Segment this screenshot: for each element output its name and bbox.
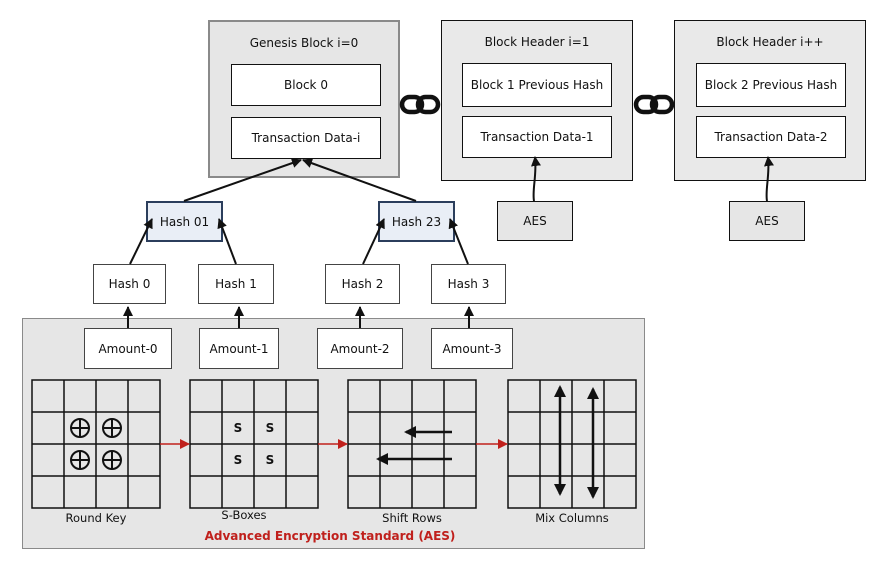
s-boxes-label: S-Boxes <box>221 508 267 522</box>
block-0-field: Block 0 <box>231 64 381 106</box>
hash-3-node: Hash 3 <box>431 264 506 304</box>
mix-column-arrows <box>554 385 599 499</box>
transaction-data-1-field: Transaction Data-1 <box>462 116 612 158</box>
shift-rows-grid <box>347 379 477 509</box>
genesis-block-title: Genesis Block i=0 <box>249 36 359 50</box>
tree-arrows <box>123 156 774 328</box>
aes-node-1: AES <box>497 201 573 241</box>
hash-0-node: Hash 0 <box>93 264 166 304</box>
amount-3-node: Amount-3 <box>431 328 513 369</box>
s-boxes-grid <box>189 379 319 509</box>
transaction-data-2-field: Transaction Data-2 <box>696 116 846 158</box>
circled-plus-icon <box>102 418 122 438</box>
circled-plus-icon <box>70 450 90 470</box>
circled-plus-icon <box>70 418 90 438</box>
hash-2-node: Hash 2 <box>325 264 400 304</box>
shift-rows-label: Shift Rows <box>382 511 442 525</box>
amount-1-node: Amount-1 <box>199 328 279 369</box>
block-1-previous-hash-field: Block 1 Previous Hash <box>462 63 612 107</box>
shift-left-arrows <box>376 426 452 465</box>
chain-link-icon <box>633 94 675 115</box>
amount-0-node: Amount-0 <box>84 328 172 369</box>
aes-node-2: AES <box>729 201 805 241</box>
s-box-cell: S <box>265 453 275 467</box>
chain-link-icon <box>399 94 441 115</box>
s-box-cell: S <box>265 421 275 435</box>
circled-plus-icon <box>102 450 122 470</box>
aes-panel-title: Advanced Encryption Standard (AES) <box>204 529 456 543</box>
mix-columns-label: Mix Columns <box>535 511 609 525</box>
transaction-data-i-field: Transaction Data-i <box>231 117 381 159</box>
round-key-label: Round Key <box>65 511 127 525</box>
hash-1-node: Hash 1 <box>198 264 274 304</box>
genesis-block: Genesis Block i=0 Block 0 Transaction Da… <box>208 20 400 178</box>
block-2-previous-hash-field: Block 2 Previous Hash <box>696 63 846 107</box>
amount-2-node: Amount-2 <box>317 328 403 369</box>
mix-columns-grid <box>507 379 637 509</box>
block-header-i-plus: Block Header i++ Block 2 Previous Hash T… <box>674 20 866 181</box>
s-box-cell: S <box>233 421 243 435</box>
block-header-1-title: Block Header i=1 <box>484 35 590 49</box>
round-key-grid <box>31 379 161 509</box>
s-box-cell: S <box>233 453 243 467</box>
block-header-1: Block Header i=1 Block 1 Previous Hash T… <box>441 20 633 181</box>
block-header-i-plus-title: Block Header i++ <box>716 35 824 49</box>
hash-23-node: Hash 23 <box>378 201 455 242</box>
